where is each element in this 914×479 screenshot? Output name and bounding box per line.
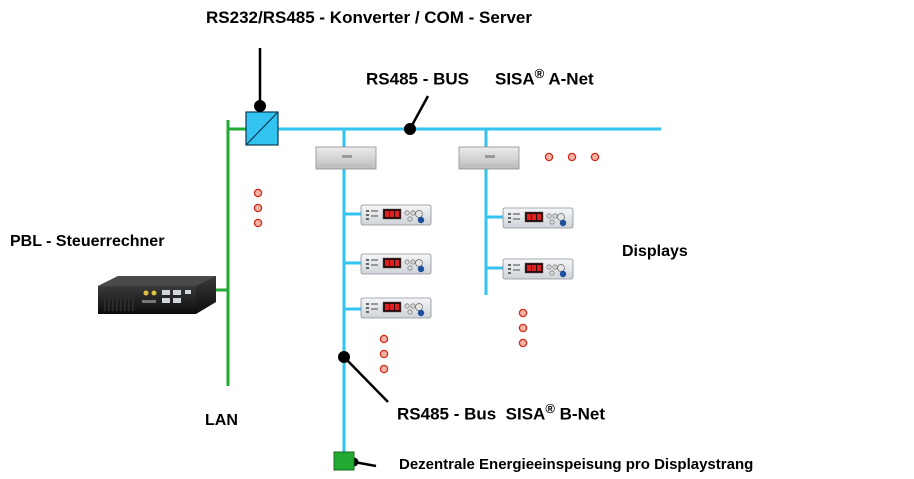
continuation-dots-displays xyxy=(518,308,528,348)
industrial-pc-icon xyxy=(98,276,216,314)
sisa-a-name: SISA xyxy=(494,69,535,89)
controller-box-left xyxy=(315,146,377,170)
displays-label: Displays xyxy=(622,243,688,260)
display-unit-b2 xyxy=(360,253,432,275)
rs485-bus-b-text: RS485 - Bus SISA xyxy=(397,404,546,424)
display-unit-b1 xyxy=(360,204,432,226)
bus-a-pointer-line xyxy=(408,95,430,130)
continuation-dots-b-net xyxy=(379,334,389,374)
converter-icon xyxy=(245,111,279,146)
display-unit-a2 xyxy=(502,258,574,280)
power-feed-icon xyxy=(333,451,355,471)
controller-box-right xyxy=(458,146,520,170)
bus-b-label: RS485 - Bus SISA® B-Net xyxy=(397,401,605,425)
rs485-bus-a-text: RS485 - BUS xyxy=(366,69,469,89)
sisa-a-suffix: A-Net xyxy=(544,69,594,89)
bus-b-pointer-line xyxy=(343,356,389,403)
display-unit-b3 xyxy=(360,297,432,319)
sisa-b-suffix: B-Net xyxy=(554,404,605,424)
bus-a-pointer-dot xyxy=(404,123,416,135)
sisa-b-registered-mark: ® xyxy=(545,401,555,416)
converter-pointer-dot xyxy=(254,100,266,112)
pbl-label: PBL - Steuerrechner xyxy=(10,233,165,250)
converter-label: RS232/RS485 - Konverter / COM - Server xyxy=(206,8,532,27)
continuation-dots-a-net xyxy=(544,152,600,162)
continuation-dots-lan xyxy=(253,188,263,228)
sisa-a-registered-mark: ® xyxy=(534,66,545,81)
lan-label: LAN xyxy=(205,412,238,429)
bus-a-label: RS485 - BUS SISA® A-Net xyxy=(366,66,594,90)
display-unit-a1 xyxy=(502,207,574,229)
bus-b-pointer-dot xyxy=(338,351,350,363)
feed-label: Dezentrale Energieeinspeisung pro Displa… xyxy=(399,456,754,473)
